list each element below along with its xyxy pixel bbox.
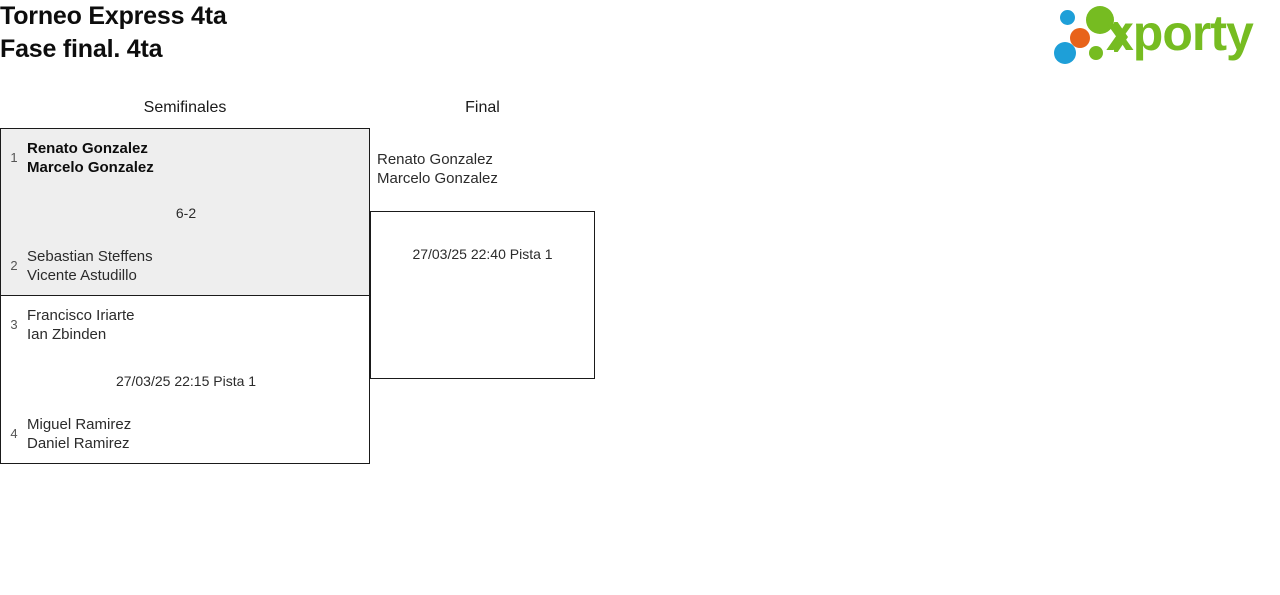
match-semifinal-2[interactable]: 3 Francisco Iriarte Ian Zbinden 27/03/25… [0, 295, 370, 464]
logo-dot-blue-large-icon [1054, 42, 1076, 64]
team-players: Francisco Iriarte Ian Zbinden [27, 307, 135, 343]
match-schedule: 27/03/25 22:40 Pista 1 [412, 246, 553, 262]
team-seed: 2 [10, 258, 18, 273]
team-seed: 1 [10, 150, 18, 165]
team-players: Renato Gonzalez Marcelo Gonzalez [27, 140, 154, 176]
page-title: Torneo Express 4ta Fase final. 4ta [0, 2, 227, 63]
team-players: Sebastian Steffens Vicente Astudillo [27, 248, 153, 284]
match-team-row[interactable]: 3 Francisco Iriarte Ian Zbinden [1, 306, 369, 344]
logo-dot-orange-icon [1070, 28, 1090, 48]
match-score: 6-2 [175, 205, 197, 221]
team-seed: 4 [10, 426, 18, 441]
logo-dots-icon [1048, 2, 1128, 64]
logo-chevron-right-icon [1114, 22, 1128, 52]
team-seed: 3 [10, 317, 18, 332]
final-qualified-team: Renato Gonzalez Marcelo Gonzalez [377, 151, 498, 187]
match-semifinal-1[interactable]: 1 Renato Gonzalez Marcelo Gonzalez 6-2 2… [0, 128, 370, 295]
round-header-final: Final [465, 99, 500, 116]
team-players: Miguel Ramirez Daniel Ramirez [27, 416, 132, 452]
match-schedule: 27/03/25 22:15 Pista 1 [115, 373, 257, 389]
logo-dot-blue-small-icon [1060, 10, 1075, 25]
logo-dot-green-small-icon [1089, 46, 1103, 60]
match-team-row[interactable]: 4 Miguel Ramirez Daniel Ramirez [1, 415, 369, 453]
match-team-row[interactable]: 1 Renato Gonzalez Marcelo Gonzalez [1, 139, 369, 177]
round-header-semifinals: Semifinales [143, 99, 227, 116]
match-final[interactable]: 27/03/25 22:40 Pista 1 [370, 211, 595, 379]
xporty-logo[interactable]: xporty [1048, 2, 1276, 64]
logo-dot-green-large-icon [1086, 6, 1114, 34]
match-team-row[interactable]: 2 Sebastian Steffens Vicente Astudillo [1, 247, 369, 285]
logo-wordmark: xporty [1106, 5, 1254, 61]
